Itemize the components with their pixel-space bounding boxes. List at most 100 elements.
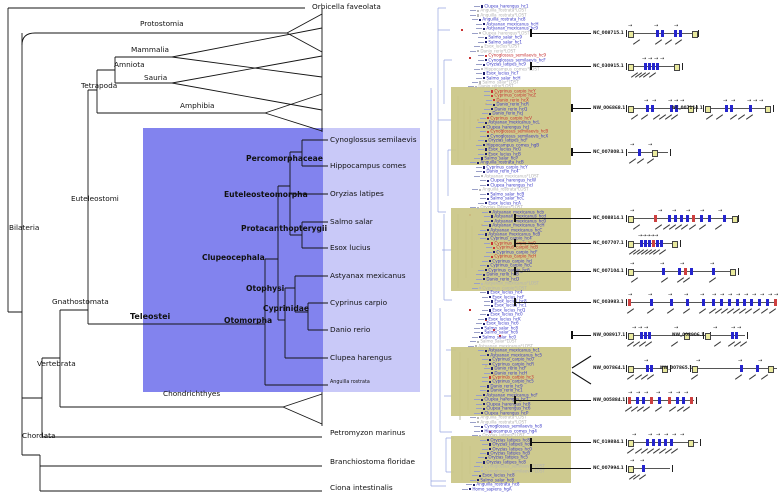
node-marker (483, 126, 486, 129)
node-marker (485, 349, 488, 352)
leaf-label: Oryzias_latipes_hcB (490, 450, 531, 456)
exon-box (628, 466, 634, 473)
orientation-arrow: → (642, 233, 647, 239)
leaf-label: Cyprinus_carpio_hcC (490, 262, 532, 268)
gene-tree-leaf-row: Esox_lucius_hcF (482, 294, 524, 299)
node-marker (491, 215, 494, 218)
gene-tree-leaf-row: Cyprinus_carpio_hcZ (484, 93, 536, 97)
node-marker (489, 447, 492, 451)
node-marker (485, 139, 488, 142)
branch-stub (480, 292, 486, 294)
accession-label: NC_008715.1 (593, 30, 624, 35)
clade-label: Protostomia (140, 19, 184, 28)
leaf-label: Cyprinus_carpio_hcR (492, 360, 534, 366)
exon-box (642, 397, 645, 404)
gene-tree-leaf-row: Astyanax_mexicanus_hcL (478, 120, 540, 124)
orientation-arrow: → (644, 98, 649, 104)
orientation-arrow: → (686, 208, 691, 214)
branch-stub (478, 318, 484, 320)
gene-track-line (628, 271, 736, 272)
leaf-label: Oryzias_latipes_hc9 (486, 61, 526, 67)
orientation-arrow: → (648, 142, 653, 148)
branch-stub (462, 488, 468, 490)
orientation-arrow: → (720, 292, 725, 298)
gene-tree-leaf-row: Clupea_harengus_hcW (480, 178, 536, 182)
node-marker (487, 193, 490, 196)
orientation-arrow: → (684, 292, 689, 298)
exon-box (656, 30, 659, 37)
leaf-label: Homo_sapiens_hgA (472, 486, 512, 492)
branch-stub (478, 41, 484, 43)
branch-stub (480, 439, 486, 441)
leaf-label: Esox_lucius_hcG (488, 146, 522, 152)
node-marker (477, 340, 480, 343)
accession-label: NC_008814.1 (593, 215, 624, 220)
node-marker (485, 121, 488, 124)
accession-label: NC_007114.1 (672, 105, 703, 110)
node-marker (481, 412, 484, 415)
bold-clade-label: Euteleosteomorpha (224, 190, 308, 199)
gene-tree-leaf-row: Danio_rerio*LOST (470, 48, 516, 53)
exon-box (749, 105, 752, 112)
branch-stub (474, 157, 480, 159)
leaf-label: Anguilla_rostrata_hc8 (482, 16, 526, 22)
exon-box (688, 106, 694, 113)
branch-stub (476, 461, 482, 463)
gene-tree-leaf-row: Oryzias_latipes_hc0 (482, 446, 532, 451)
node-marker (483, 166, 486, 169)
exon-box (736, 299, 739, 306)
node-marker (489, 295, 492, 299)
orientation-arrow: → (648, 432, 653, 438)
branch-stub (480, 314, 486, 316)
gene-tree-leaf-row: Cyprinus_carpio_hc4 (480, 236, 532, 240)
branch-stub (470, 162, 476, 164)
branch-stub (484, 368, 490, 370)
orientation-arrow: → (632, 432, 637, 438)
node-marker (491, 255, 494, 258)
exon-box (640, 332, 643, 339)
orientation-arrow: → (644, 358, 649, 364)
branch-stub (474, 6, 480, 7)
diagram-connector-bar (571, 148, 573, 156)
node-marker (481, 430, 484, 433)
leaf-label: Esox_lucius_hcA (488, 199, 521, 205)
leaf-label: Esox_lucius_hcB (488, 150, 521, 156)
branch-stub (470, 479, 476, 481)
node-marker (483, 403, 486, 406)
node-marker (485, 233, 488, 236)
node-marker (479, 336, 482, 339)
leaf-label: Cyprinus_carpio_hc6 (488, 267, 530, 273)
track-end-bracket (738, 267, 739, 275)
leaf-label: Cyprinus_carpio_hcY (486, 164, 528, 170)
node-marker (477, 9, 480, 13)
orientation-arrow: → (628, 23, 633, 29)
gene-family-highlight-box (451, 87, 571, 166)
orientation-arrow: → (652, 98, 657, 104)
exon-box (680, 215, 683, 222)
node-marker (481, 425, 484, 428)
gene-tree-leaf-row: Anguilla_rostrata*LOST (472, 187, 529, 191)
exon-box (628, 366, 634, 373)
gene-tree-leaf-row: Anguilla_rostrata*LOST (470, 8, 527, 13)
branch-stub (472, 81, 478, 83)
branch-stub (470, 10, 476, 12)
track-end-bracket (689, 364, 691, 372)
exon-box (725, 105, 728, 112)
gene-tree-leaf-row: Hippocampus_comes_hg4 (474, 428, 537, 433)
node-marker (489, 380, 492, 384)
gene-tree-leaf-row: Esox_lucius_hcQ (482, 308, 525, 312)
exon-box (732, 216, 738, 223)
node-marker (481, 5, 484, 8)
node-marker (487, 179, 490, 182)
leaf-label: Danio_rerio_hcD (486, 275, 520, 281)
node-marker (483, 72, 486, 75)
gene-tree-leaf-row: Astyanax_mexicanus*LOST (474, 173, 539, 178)
orientation-arrow: → (680, 432, 685, 438)
gene-tree-leaf-row: Danio_rerio_hc9 (480, 384, 523, 388)
track-end-bracket (702, 104, 704, 112)
species-label: Salmo salar (330, 217, 373, 226)
exon-box (628, 333, 634, 340)
orientation-arrow: → (738, 358, 743, 364)
gene-tree-leaf-row: Anguilla_rostrata*LOST (470, 419, 527, 424)
gene-tree-leaf-row: Hippocampus_comes*LOST (474, 66, 540, 71)
